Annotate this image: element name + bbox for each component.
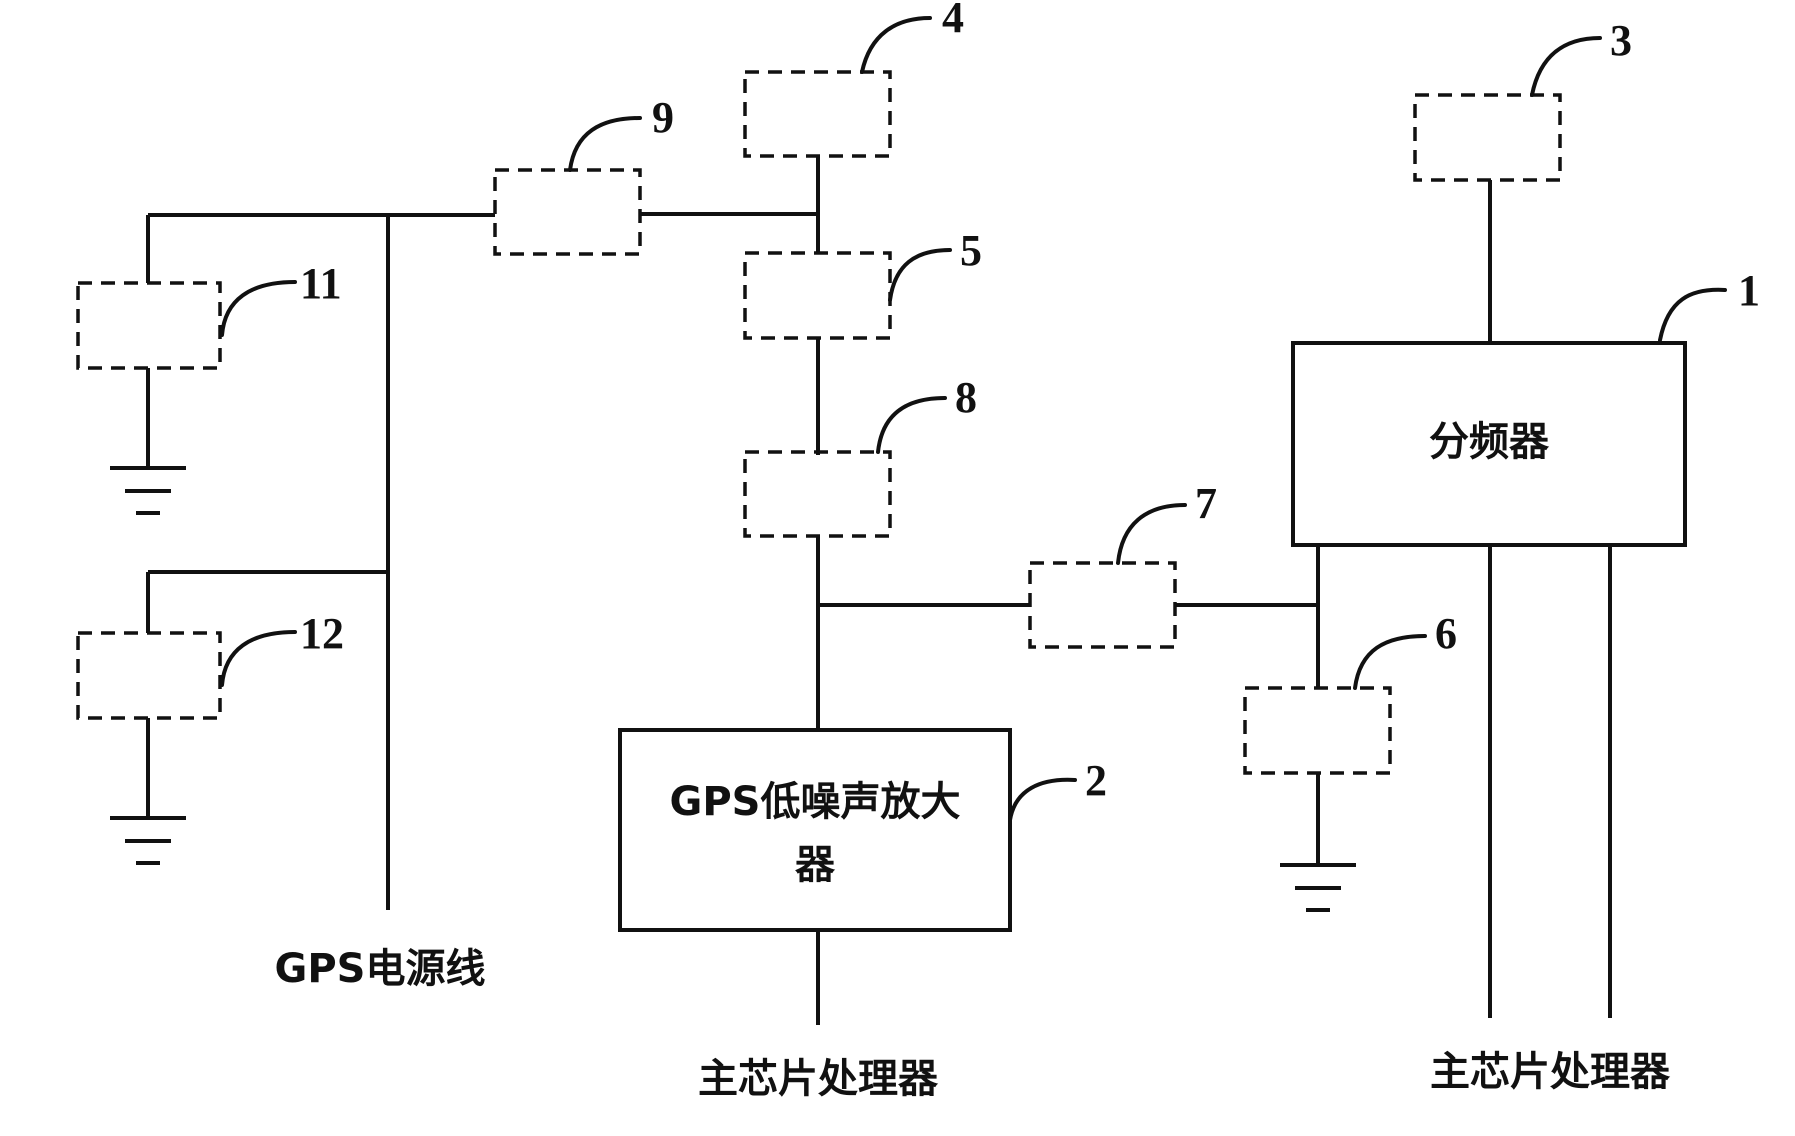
ref-number-11: 11 [300,259,342,308]
component-box-12 [76,631,222,720]
component-box-9 [493,168,642,256]
frequency-divider-label: 分频器 [1429,419,1550,465]
frequency-divider-block [1291,341,1687,547]
ref-number-6: 6 [1435,609,1457,658]
ground-symbol-11 [110,466,186,515]
component-box-3 [1413,93,1562,182]
ref-number-12: 12 [300,609,344,658]
component-box-4 [743,70,892,158]
component-box-5 [743,251,892,340]
ref-number-1: 1 [1738,266,1760,315]
gps-lna-block [618,728,1012,932]
leader-1 [1658,287,1727,342]
leader-5 [888,248,952,302]
gps-lna-label-line1: GPS低噪声放大 [670,779,961,825]
component-box-6 [1243,686,1392,775]
ref-number-5: 5 [960,226,982,275]
component-box-8 [743,450,892,538]
ref-number-9: 9 [652,93,674,142]
ground-symbol-12 [110,816,186,865]
leader-2 [1008,777,1077,822]
component-box-11 [76,281,222,370]
leader-6 [1353,634,1427,690]
ref-number-8: 8 [955,373,977,422]
leader-4 [860,16,932,74]
ref-number-7: 7 [1195,479,1217,528]
leader-9 [568,116,642,172]
leader-12 [220,630,297,687]
leader-3 [1530,36,1602,97]
gps-power-line-label: GPS电源线 [275,946,486,992]
gps-lna-label-line2: 器 [795,842,836,888]
leader-8 [876,396,947,454]
main-processor-label-left: 主芯片处理器 [698,1056,939,1102]
component-box-7 [1028,561,1177,649]
leader-11 [220,280,297,337]
main-processor-label-right: 主芯片处理器 [1430,1049,1671,1095]
wires [146,155,1612,1025]
ref-number-2: 2 [1085,756,1107,805]
ref-number-4: 4 [942,0,964,42]
ref-number-3: 3 [1610,16,1632,65]
ground-symbol-6 [1280,863,1356,912]
leader-7 [1116,503,1187,565]
